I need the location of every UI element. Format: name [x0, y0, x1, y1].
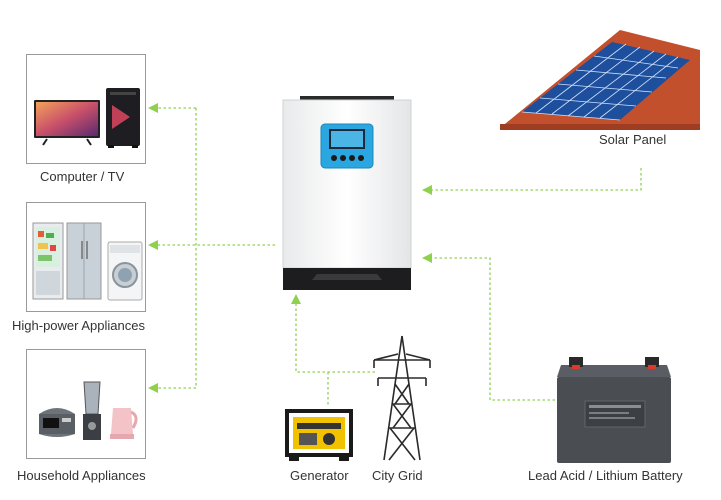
arrow-battery [422, 253, 432, 263]
blender-icon [83, 381, 101, 440]
tv-icon [34, 100, 100, 146]
solar-roof-icon [500, 20, 700, 130]
high-power-box [26, 202, 146, 312]
solar-panel-array [521, 42, 690, 121]
arrow-solar [422, 185, 432, 195]
battery-label: Lead Acid / Lithium Battery [528, 468, 683, 483]
solar-line [430, 168, 642, 191]
city-grid-label: City Grid [372, 468, 423, 483]
generator-icon [285, 409, 353, 461]
arrow-household [148, 383, 158, 393]
household-label: Household Appliances [17, 468, 146, 483]
generator-label: Generator [290, 468, 349, 483]
battery-line [430, 257, 555, 401]
rice-cooker-icon [39, 408, 75, 437]
transmission-tower-icon [373, 335, 431, 461]
grid-line [295, 302, 375, 373]
high-power-label: High-power Appliances [12, 318, 145, 333]
computer-tv-box [26, 54, 146, 164]
refrigerator-icon [32, 222, 102, 300]
solar-panel-label: Solar Panel [599, 132, 667, 147]
arrow-highpower [148, 240, 158, 250]
arrow-computer [148, 103, 158, 113]
battery-icon [557, 357, 671, 463]
household-box [26, 349, 146, 459]
kettle-icon [110, 408, 138, 439]
washing-machine-icon [107, 241, 143, 301]
pc-tower-icon [106, 88, 140, 148]
inverter-icon [282, 96, 412, 290]
arrow-grid [291, 294, 301, 304]
computer-tv-label: Computer / TV [40, 169, 125, 184]
